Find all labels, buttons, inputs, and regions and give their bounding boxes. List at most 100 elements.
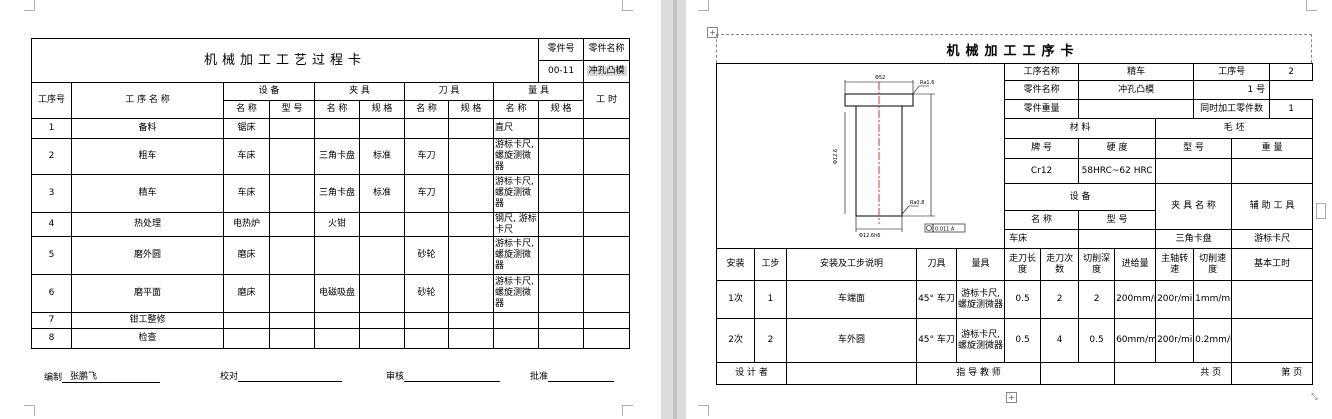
row-gauge: 钢尺, 游标卡尺: [492, 212, 540, 237]
row-op: 备料: [71, 118, 224, 139]
row-gauge-spec: [538, 312, 585, 329]
op-no-label: 工序号: [1193, 63, 1271, 81]
hardness-value: 58HRC~62 HRC: [1078, 158, 1157, 184]
step-no: 2: [754, 318, 787, 363]
row-fixture: [314, 328, 360, 349]
fixture-label: 夹 具 名 称: [1155, 183, 1233, 230]
weight-label: 重 量: [1231, 138, 1314, 159]
row-equipment: [223, 328, 270, 349]
row-tool-spec: [448, 312, 494, 329]
row-equipment-model: [269, 312, 315, 329]
grade-value: Cr12: [1004, 158, 1080, 184]
op-name-label: 工序名称: [1004, 63, 1080, 81]
table-row: 2 粗车 车床 三角卡盘 标准 车刀 游标卡尺, 螺旋测微器: [31, 138, 631, 175]
check-signature: 校对: [220, 369, 343, 382]
step-header-tool: 刀具: [916, 248, 957, 281]
row-tool: [404, 328, 449, 349]
operation-card-table: Φ52 Ra1.6 Φ12.6 Ra0.8 Φ12.6h6 0.011 A 工序…: [715, 63, 1314, 385]
designer-value: [786, 362, 917, 385]
step-spindle: 200r/min: [1155, 280, 1195, 319]
compiled-by-value: 张鹏飞: [62, 369, 161, 383]
right-page: + + ⤡ 机械加工工序卡: [686, 0, 1332, 419]
table-row: 4 热处理 电热炉 火钳 钢尺, 游标卡尺: [31, 212, 631, 237]
row-tool-spec: [448, 212, 494, 237]
page-corner-mark: [698, 0, 709, 11]
title-region: [716, 34, 1312, 63]
drawing-label-tolerance: 0.011 A: [935, 227, 955, 233]
part-no-value: 1 号: [1193, 80, 1271, 100]
advisor-value: [1040, 362, 1116, 385]
row-fixture-spec: [359, 274, 405, 313]
row-op: 钳工整修: [71, 312, 224, 329]
type-value: [1155, 158, 1233, 184]
step-feed: 60mm/min: [1114, 318, 1157, 363]
row-op: 精车: [71, 174, 224, 213]
designer-label: 设 计 者: [716, 362, 787, 385]
row-seq: 3: [31, 174, 72, 213]
page-corner-mark: [622, 405, 633, 416]
subheader-name: 名 称: [223, 100, 270, 119]
row-fixture: 三角卡盘: [314, 174, 360, 213]
part-drawing: Φ52 Ra1.6 Φ12.6 Ra0.8 Φ12.6h6 0.011 A: [833, 75, 966, 239]
row-tool-spec: [448, 118, 494, 139]
header-equipment: 设 备: [223, 82, 315, 101]
row-equipment: 车床: [223, 138, 270, 175]
page-corner-mark: [24, 405, 35, 416]
step-header-install: 安装: [716, 248, 755, 281]
row-tool: 砂轮: [404, 236, 449, 275]
page-corner-mark: [622, 0, 633, 11]
row-gauge: [492, 312, 540, 329]
row-equipment: [223, 312, 270, 329]
step-speed: 0.2mm/min: [1193, 318, 1233, 363]
page-corner-mark: [1306, 0, 1317, 11]
equipment-name-value: 车床: [1004, 229, 1080, 249]
drawing-label-top: Φ52: [875, 75, 885, 81]
review-signature-line: [404, 381, 501, 382]
part-drawing-cell: Φ52 Ra1.6 Φ12.6 Ra0.8 Φ12.6h6 0.011 A: [715, 63, 1006, 249]
step-header-feed-length: 走刀长度: [1004, 248, 1042, 281]
tolerance-frame: [932, 223, 966, 233]
row-equipment-model: [269, 118, 315, 139]
equipment-model-label: 型 号: [1078, 210, 1157, 230]
row-fixture: [314, 236, 360, 275]
row-fixture-spec: [359, 312, 405, 329]
step-passes: 2: [1040, 280, 1080, 319]
roughness-leader: [901, 205, 919, 215]
part-name-label: 零件名称: [1004, 80, 1080, 100]
compiled-by-signature: 编制张鹏飞: [44, 369, 161, 383]
row-seq: 2: [31, 138, 72, 175]
row-tool-spec: [448, 138, 494, 175]
row-equipment: 磨床: [223, 274, 270, 313]
table-row: 2次 2 车外圆 45° 车刀 游标卡尺, 螺旋测微器 0.5 4 0.5 60…: [716, 318, 1314, 363]
part-weight-label: 零件重量: [1004, 99, 1080, 119]
concurrent-label: 同时加工零件数: [1193, 99, 1271, 119]
row-fixture-spec: [359, 212, 405, 237]
row-gauge-spec: [538, 138, 585, 175]
subheader-spec: 规 格: [448, 100, 494, 119]
row-time: [583, 212, 631, 237]
resize-corner-icon[interactable]: ⤡: [1310, 392, 1319, 401]
drawing-label-left: Φ12.6: [833, 149, 839, 164]
review-signature: 审核: [386, 369, 501, 382]
review-label: 审核: [386, 372, 405, 382]
table-resize-handle[interactable]: [1316, 203, 1326, 219]
subheader-name: 名 称: [492, 100, 540, 119]
step-header-feed: 进给量: [1114, 248, 1157, 281]
drawing-label-roughness: Ra1.6: [920, 80, 934, 86]
row-fixture: 火钳: [314, 212, 360, 237]
table-row: 6 磨平面 磨床 电磁吸盘 砂轮 游标卡尺, 螺旋测微器: [31, 274, 631, 313]
row-seq: 8: [31, 328, 72, 349]
table-add-row-handle[interactable]: +: [1006, 392, 1017, 403]
drawing-label-bottom: Φ12.6h6: [859, 233, 880, 239]
table-row: 1次 1 车端面 45° 车刀 游标卡尺, 螺旋测微器 0.5 2 2 200m…: [716, 280, 1314, 319]
step-no: 1: [754, 280, 787, 319]
row-tool-spec: [448, 274, 494, 313]
row-gauge-spec: [538, 274, 585, 313]
subheader-model: 型 号: [269, 100, 315, 119]
step-feed: 200mm/min: [1114, 280, 1157, 319]
row-equipment-model: [269, 236, 315, 275]
row-tool: 车刀: [404, 174, 449, 213]
table-move-handle[interactable]: +: [707, 27, 718, 38]
approve-signature: 批准: [530, 369, 615, 382]
material-label: 材 料: [1004, 118, 1157, 139]
